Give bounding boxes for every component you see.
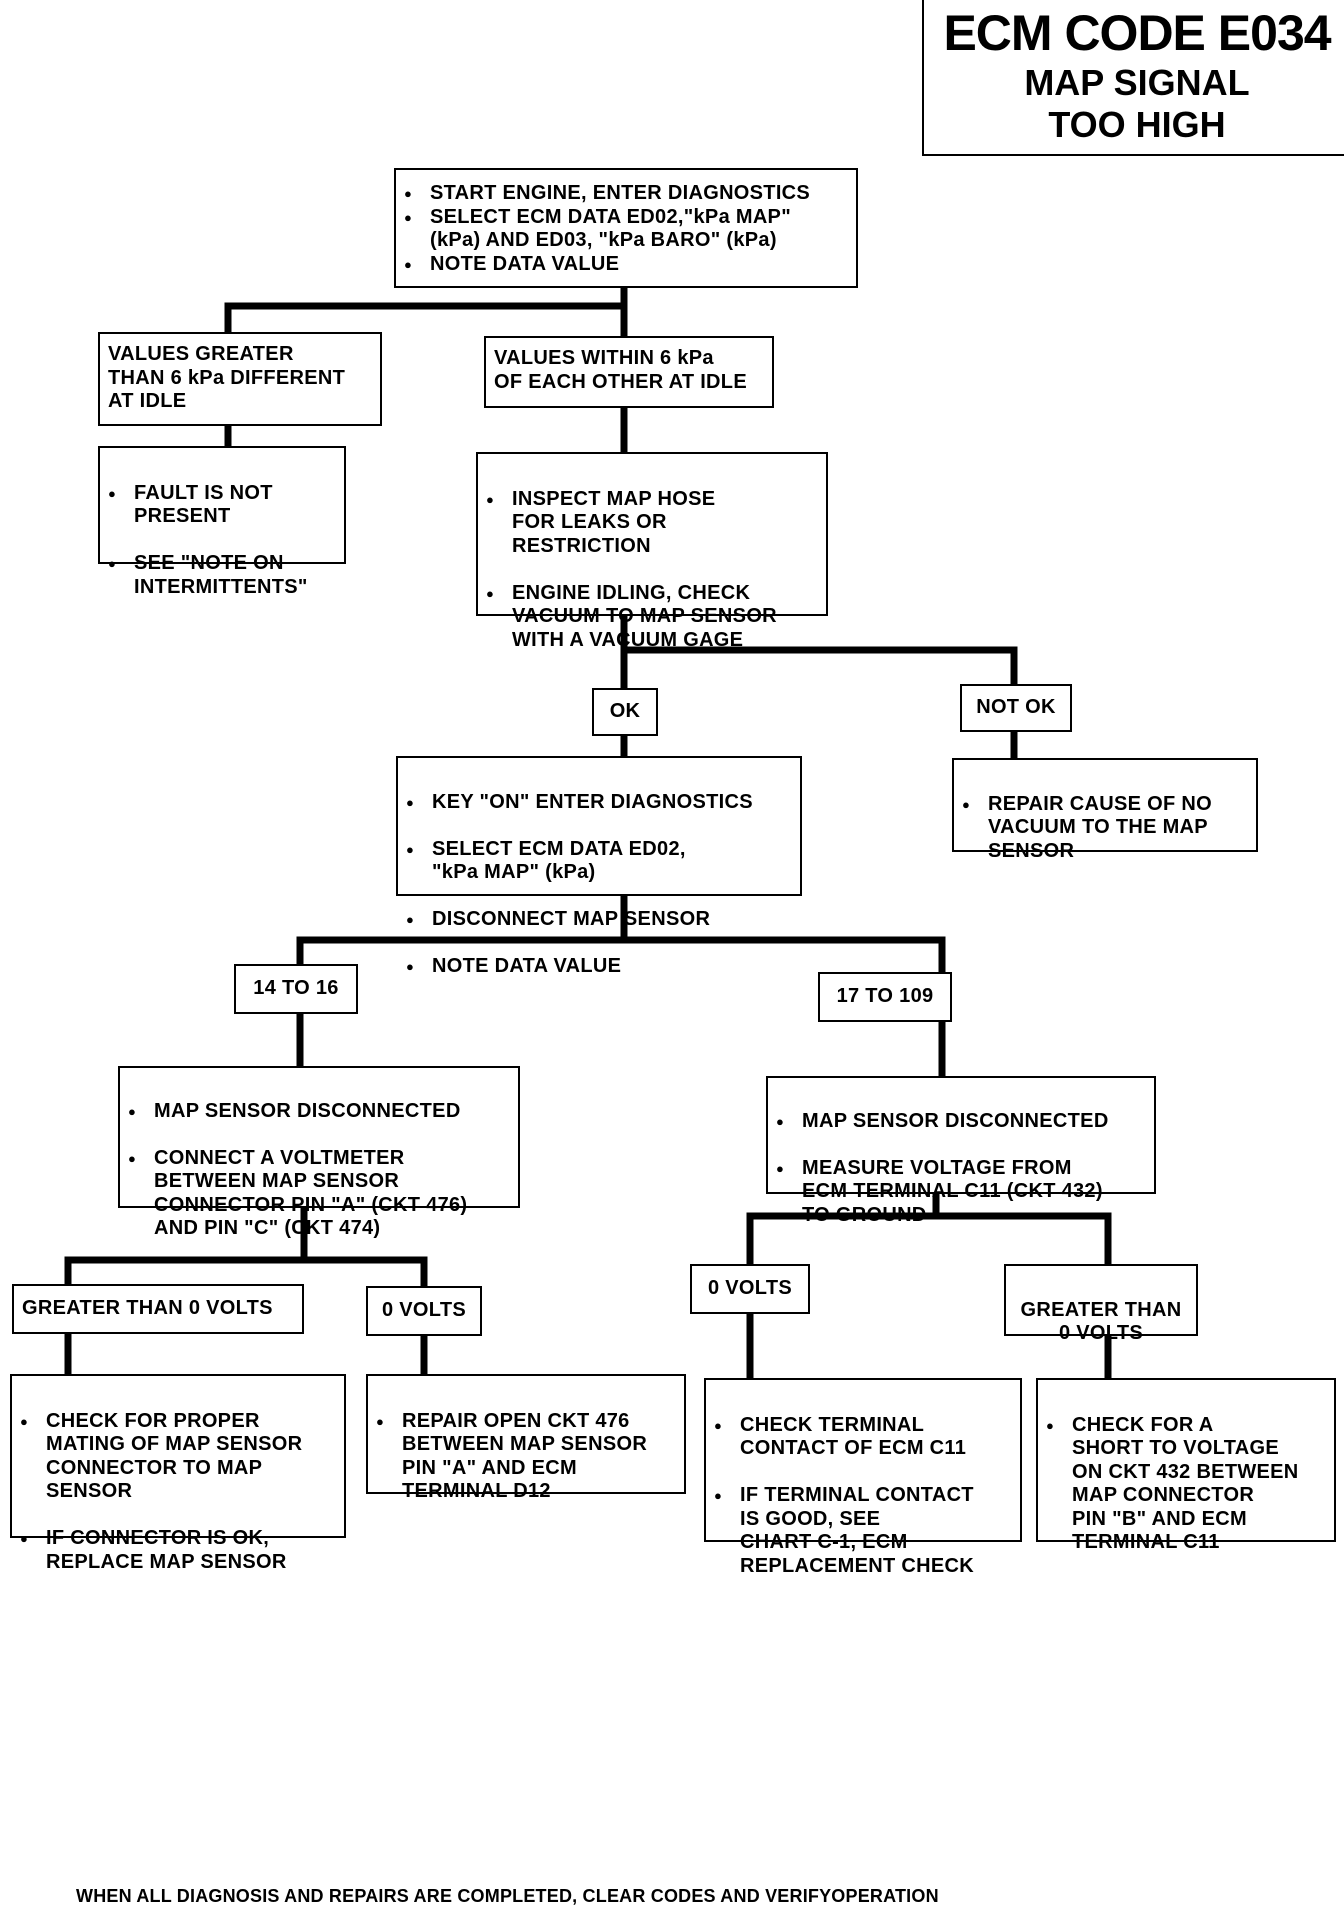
repair-no-vacuum-box: REPAIR CAUSE OF NO VACUUM TO THE MAP SEN… (952, 758, 1258, 862)
fault-step-1: FAULT IS NOT PRESENT (100, 482, 344, 529)
inspect-map-hose-box: INSPECT MAP HOSE FOR LEAKS OR RESTRICTIO… (476, 452, 828, 651)
range-17-109-box: 17 TO 109 (818, 972, 952, 1022)
title-box: ECM CODE E034 MAP SIGNAL TOO HIGH (922, 0, 1344, 156)
ok-box: OK (592, 688, 658, 736)
keyon-step-3: DISCONNECT MAP SENSOR (398, 908, 800, 932)
short-step: CHECK FOR A SHORT TO VOLTAGE ON CKT 432 … (1038, 1414, 1334, 1555)
range-17-109-label: 17 TO 109 (836, 985, 934, 1007)
greater-right-label: GREATER THAN 0 VOLTS (1020, 1298, 1182, 1345)
greater-left-label: GREATER THAN 0 VOLTS (22, 1297, 273, 1319)
zero-volts-right-box: 0 VOLTS (690, 1264, 810, 1314)
zero-volts-left-box: 0 VOLTS (366, 1286, 482, 1336)
inspect-step-2: ENGINE IDLING, CHECK VACUUM TO MAP SENSO… (478, 582, 826, 653)
terminal-step-2: IF TERMINAL CONTACT IS GOOD, SEE CHART C… (706, 1484, 1020, 1578)
footer-note: WHEN ALL DIAGNOSIS AND REPAIRS ARE COMPL… (76, 1886, 939, 1906)
start-step-2: SELECT ECM DATA ED02,"kPa MAP" (kPa) AND… (396, 206, 856, 253)
repair-open-step: REPAIR OPEN CKT 476 BETWEEN MAP SENSOR P… (368, 1410, 684, 1504)
ok-label: OK (609, 700, 641, 722)
check-short-box: CHECK FOR A SHORT TO VOLTAGE ON CKT 432 … (1036, 1378, 1336, 1553)
keyon-step-2: SELECT ECM DATA ED02, "kPa MAP" (kPa) (398, 838, 800, 885)
zero-right-label: 0 VOLTS (708, 1277, 792, 1299)
key-on-box: KEY "ON" ENTER DIAGNOSTICS SELECT ECM DA… (396, 756, 802, 978)
check-mating-box: CHECK FOR PROPER MATING OF MAP SENSOR CO… (10, 1374, 346, 1573)
values-greater-label: VALUES GREATER THAN 6 kPa DIFFERENT AT I… (108, 343, 346, 412)
range-14-16-label: 14 TO 16 (253, 977, 339, 999)
fault-step-2: SEE "NOTE ON INTERMITTENTS" (100, 552, 344, 599)
values-within-label: VALUES WITHIN 6 kPa OF EACH OTHER AT IDL… (494, 347, 747, 393)
start-step-3: NOTE DATA VALUE (396, 253, 856, 277)
title-line-3: TOO HIGH (1048, 104, 1226, 145)
values-within-box: VALUES WITHIN 6 kPa OF EACH OTHER AT IDL… (484, 336, 774, 408)
measure-step-1: MAP SENSOR DISCONNECTED (768, 1110, 1154, 1134)
not-ok-box: NOT OK (960, 684, 1072, 732)
voltmeter-step-1: MAP SENSOR DISCONNECTED (120, 1100, 518, 1124)
greater-than-0-volts-right-box: GREATER THAN 0 VOLTS (1004, 1264, 1198, 1344)
range-14-16-box: 14 TO 16 (234, 964, 358, 1014)
title-main: ECM CODE E034 (943, 5, 1331, 61)
greater-than-0-volts-left-box: GREATER THAN 0 VOLTS (12, 1284, 304, 1334)
start-step-1: START ENGINE, ENTER DIAGNOSTICS (396, 182, 856, 206)
mating-step-1: CHECK FOR PROPER MATING OF MAP SENSOR CO… (12, 1410, 344, 1504)
keyon-step-4: NOTE DATA VALUE (398, 955, 800, 979)
mating-step-2: IF CONNECTOR IS OK, REPLACE MAP SENSOR (12, 1527, 344, 1574)
not-ok-label: NOT OK (976, 696, 1056, 718)
inspect-step-1: INSPECT MAP HOSE FOR LEAKS OR RESTRICTIO… (478, 488, 826, 559)
connector-start-split (224, 282, 628, 340)
terminal-step-1: CHECK TERMINAL CONTACT OF ECM C11 (706, 1414, 1020, 1461)
repair-open-box: REPAIR OPEN CKT 476 BETWEEN MAP SENSOR P… (366, 1374, 686, 1502)
start-engine-box: START ENGINE, ENTER DIAGNOSTICS SELECT E… (394, 168, 858, 288)
check-terminal-box: CHECK TERMINAL CONTACT OF ECM C11 IF TER… (704, 1378, 1022, 1577)
keyon-step-1: KEY "ON" ENTER DIAGNOSTICS (398, 791, 800, 815)
measure-voltage-box: MAP SENSOR DISCONNECTED MEASURE VOLTAGE … (766, 1076, 1156, 1226)
fault-not-present-box: FAULT IS NOT PRESENT SEE "NOTE ON INTERM… (98, 446, 346, 598)
title-line-2: MAP SIGNAL (1024, 62, 1250, 103)
zero-left-label: 0 VOLTS (382, 1299, 466, 1321)
voltmeter-box: MAP SENSOR DISCONNECTED CONNECT A VOLTME… (118, 1066, 520, 1239)
voltmeter-step-2: CONNECT A VOLTMETER BETWEEN MAP SENSOR C… (120, 1147, 518, 1241)
values-greater-box: VALUES GREATER THAN 6 kPa DIFFERENT AT I… (98, 332, 382, 426)
repair-vacuum-step: REPAIR CAUSE OF NO VACUUM TO THE MAP SEN… (954, 793, 1256, 864)
measure-step-2: MEASURE VOLTAGE FROM ECM TERMINAL C11 (C… (768, 1157, 1154, 1228)
